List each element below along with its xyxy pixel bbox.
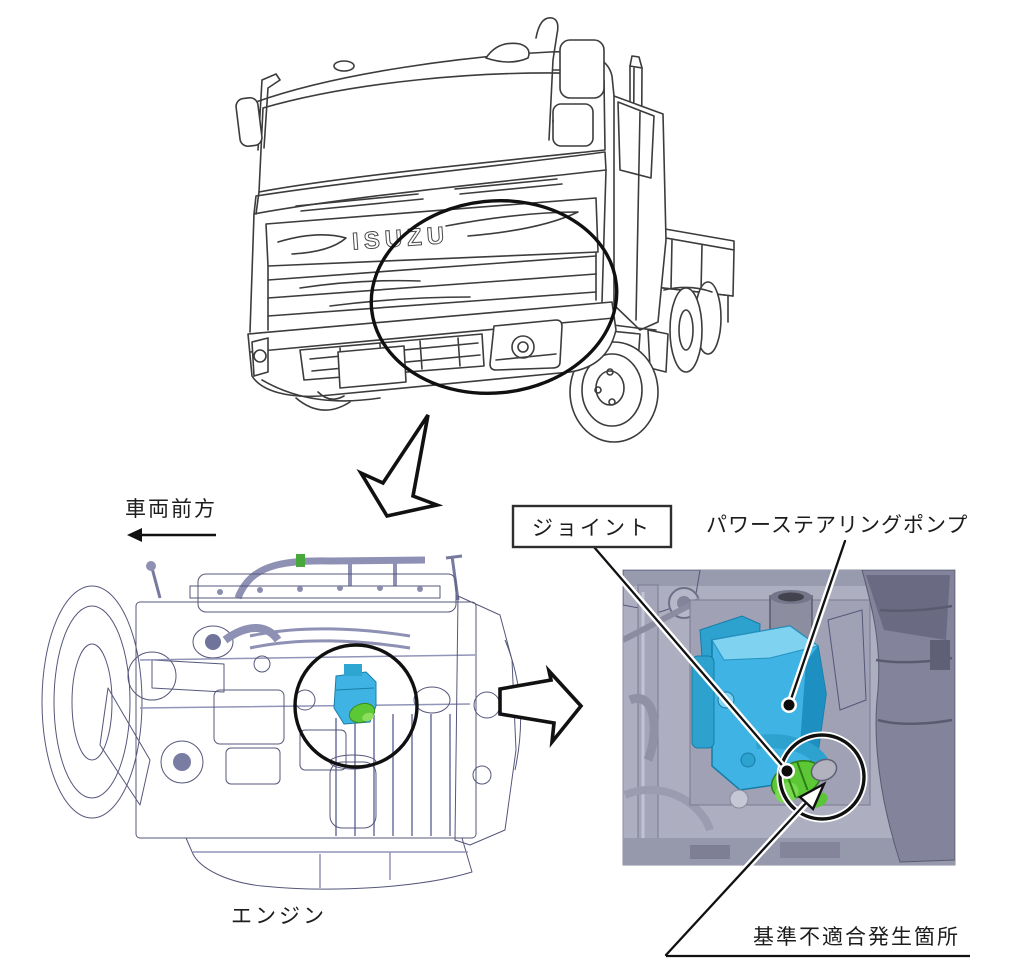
engine-highlight-circle xyxy=(293,643,419,769)
door-seam xyxy=(635,111,641,321)
detail-highlight-circle xyxy=(778,733,866,821)
vehicle-front-arrowhead xyxy=(127,528,142,542)
truck-front-wheel xyxy=(569,317,659,443)
license-plate xyxy=(337,345,407,389)
air-dam xyxy=(261,379,381,402)
pump-leader-line xyxy=(787,539,847,707)
left-lamp xyxy=(251,337,269,377)
vehicle-front-label: 車両前方 xyxy=(125,497,217,521)
joint-leader-dot xyxy=(781,765,793,777)
truck-cab-front: ISUZU xyxy=(247,50,617,411)
engine-bracket xyxy=(99,687,151,806)
engine-block xyxy=(135,601,477,839)
rear-wheel xyxy=(669,287,703,373)
wipers xyxy=(295,178,563,212)
pump-leader-dot xyxy=(783,699,795,711)
joint-label-box xyxy=(511,504,673,549)
engine-valve-cover xyxy=(197,573,457,613)
engine-filter xyxy=(329,761,377,829)
roof-deflector xyxy=(485,42,530,63)
engine-fan-disc xyxy=(41,585,143,819)
arrow-engine-to-detail xyxy=(498,664,584,748)
engine-ribs xyxy=(335,714,451,836)
nonconformity-location-label: 基準不適合発生箇所 xyxy=(753,925,960,949)
engine-label: エンジン xyxy=(231,904,327,928)
truck-illustration: ISUZU xyxy=(235,17,735,443)
joint-leader-line xyxy=(592,545,789,773)
arrow-truck-to-engine xyxy=(356,414,444,519)
engine-oil-pan xyxy=(185,837,473,890)
windshield xyxy=(258,72,606,193)
engine-illustration xyxy=(41,554,522,890)
grille-slats xyxy=(267,255,597,317)
engine-green-clip xyxy=(296,554,305,567)
joint-label: ジョイント xyxy=(532,516,652,540)
nonconformity-leader-line xyxy=(664,800,809,957)
callouts: ジョイント パワーステアリングポンプ 基準不適合発生箇所 xyxy=(511,504,970,959)
vehicle-front-indicator: 車両前方 xyxy=(125,497,217,542)
roof-marker-lamp xyxy=(333,60,355,72)
power-steering-pump-label: パワーステアリングポンプ xyxy=(706,513,968,537)
truck-mirrors xyxy=(235,17,605,151)
headlamp-cluster xyxy=(489,319,563,371)
engine-alternator xyxy=(160,740,204,784)
truck-highlight-circle xyxy=(369,198,619,396)
right-mirror-arm xyxy=(535,17,559,141)
detail-joint-nut xyxy=(810,758,838,782)
door-window xyxy=(617,101,655,179)
mud-flap xyxy=(647,329,669,373)
nonconformity-arrowhead xyxy=(797,781,827,812)
engine-top-pipe xyxy=(234,556,426,600)
right-mirror-lower xyxy=(552,103,594,147)
left-mirror-head xyxy=(235,96,263,148)
engine-intake-horn xyxy=(192,625,234,659)
right-mirror-main xyxy=(559,39,605,99)
front-left-wheel-arc xyxy=(295,397,351,411)
engine-gear-case xyxy=(454,595,517,846)
